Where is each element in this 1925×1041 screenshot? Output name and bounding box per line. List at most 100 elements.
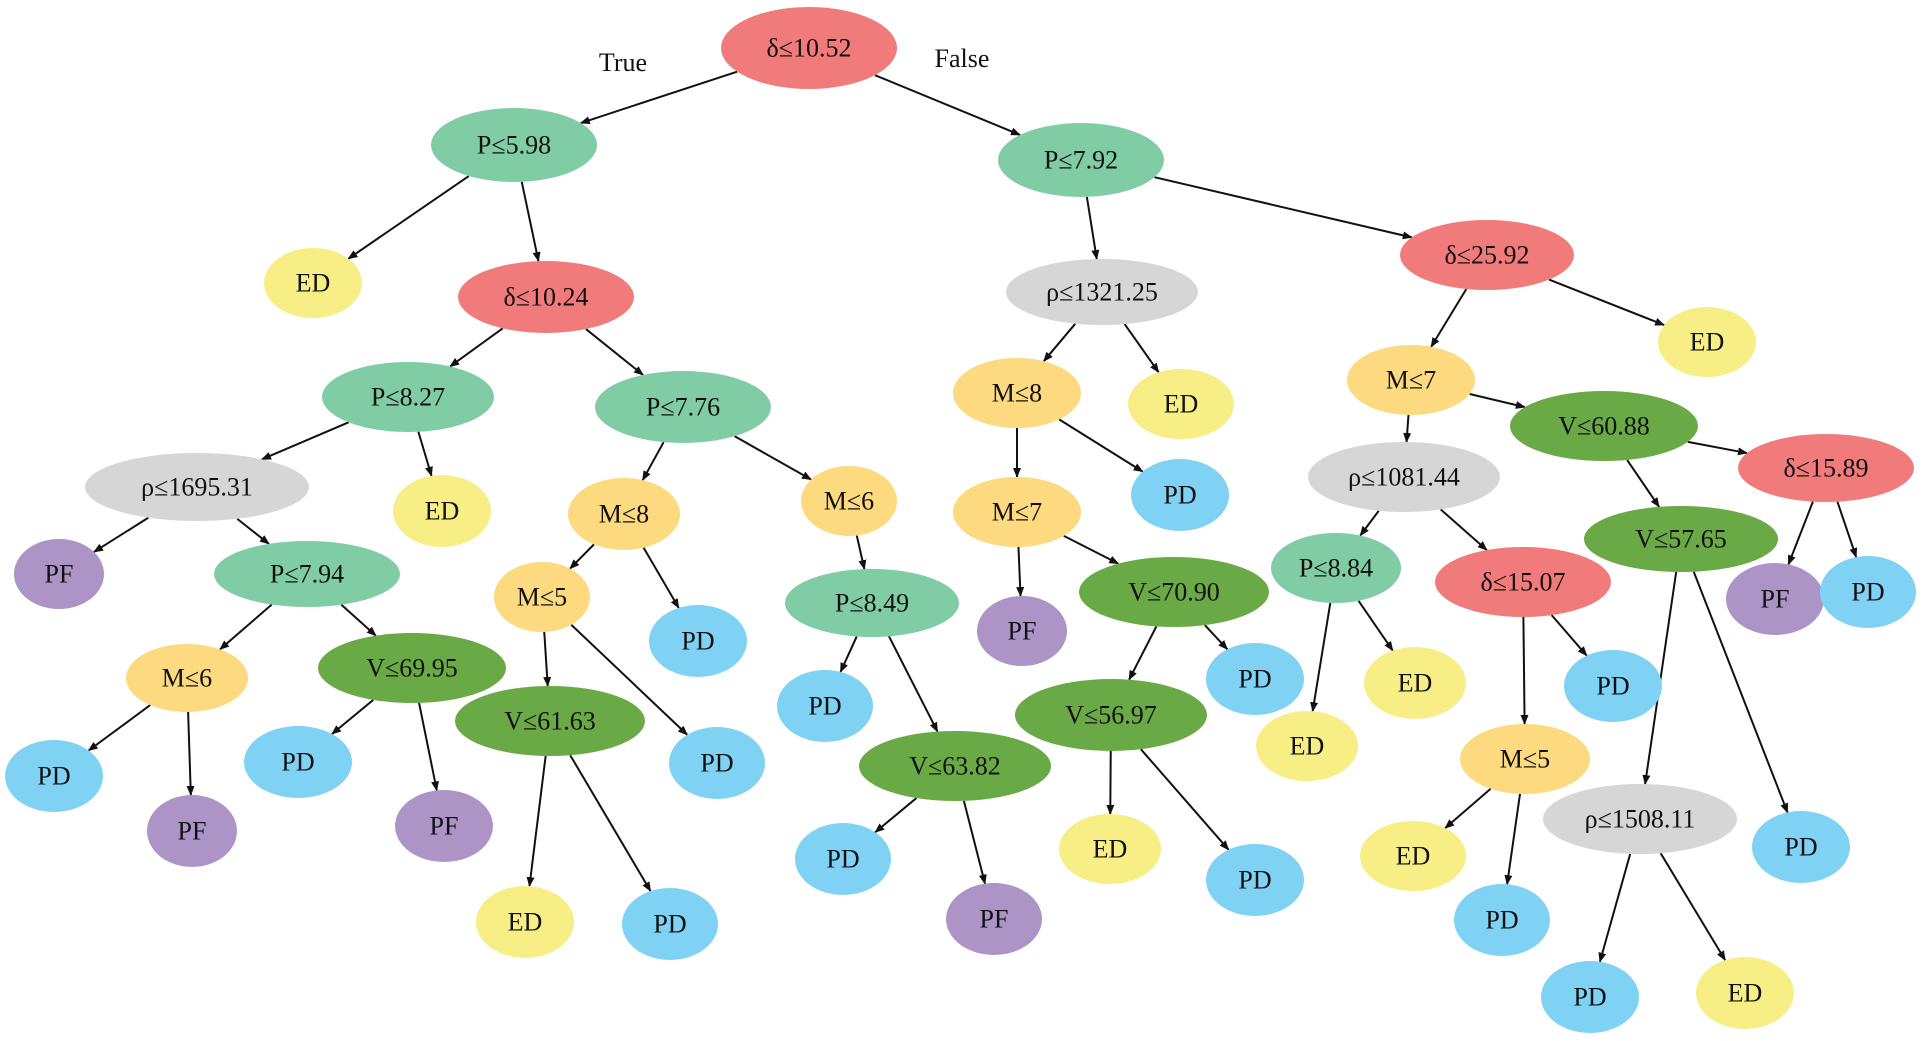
node-ellipse [1460, 724, 1590, 794]
split-node-v-le-60-88: V≤60.88 [1510, 391, 1698, 461]
node-ellipse [1308, 442, 1500, 512]
edge-n26-to-n27 [839, 636, 858, 673]
node-ellipse [85, 453, 309, 521]
node-label: ED [508, 908, 543, 937]
split-node-m-le-8: M≤8 [568, 478, 680, 550]
node-label: P≤8.27 [371, 383, 445, 412]
node-label: δ≤10.24 [503, 283, 588, 312]
edge-n12-to-n15 [186, 711, 195, 797]
leaf-node-pd: PD [244, 726, 352, 798]
edge-n19-to-n26 [855, 535, 867, 571]
edge-n43-to-n45 [1403, 414, 1412, 444]
edge-n8-to-n10 [93, 516, 149, 553]
node-label: M≤7 [1386, 366, 1436, 395]
node-ellipse [1006, 259, 1198, 325]
node-label: PF [1008, 617, 1037, 646]
node-label: M≤8 [599, 500, 649, 529]
leaf-node-ed: ED [1658, 307, 1756, 377]
node-ellipse [1584, 506, 1778, 572]
node-ellipse [1564, 650, 1662, 722]
edge-n5-to-n7 [585, 328, 644, 376]
edge-n48-to-n51 [1550, 614, 1588, 657]
edge-n38-to-n40 [1204, 624, 1229, 651]
node-label: ED [1398, 669, 1433, 698]
leaf-node-ed: ED [264, 248, 362, 318]
node-label: PD [1596, 672, 1629, 701]
node-label: V≤63.82 [909, 752, 1001, 781]
node-label: P≤7.92 [1044, 146, 1118, 175]
split-node-delta-le-10-24: δ≤10.24 [458, 261, 634, 333]
node-label: V≤56.97 [1065, 701, 1157, 730]
node-label: V≤70.90 [1128, 578, 1220, 607]
edge-n11-to-n13 [340, 603, 377, 637]
node-label: PF [430, 812, 459, 841]
leaf-node-ed: ED [1696, 957, 1794, 1029]
split-node-m-le-7: M≤7 [953, 477, 1081, 547]
node-label: V≤60.88 [1558, 412, 1650, 441]
edge-n3-to-n32 [1154, 176, 1413, 240]
leaf-node-pd: PD [1454, 884, 1550, 956]
node-ellipse [455, 686, 645, 756]
node-ellipse [1738, 434, 1914, 502]
leaf-node-pd: PD [1206, 844, 1304, 916]
split-node-v-le-61-63: V≤61.63 [455, 686, 645, 756]
node-ellipse [1206, 643, 1304, 715]
edge-n45-to-n48 [1439, 508, 1488, 551]
node-ellipse [214, 541, 400, 607]
node-ellipse [1079, 557, 1269, 627]
node-ellipse [264, 248, 362, 318]
split-node-v-le-57-65: V≤57.65 [1584, 506, 1778, 572]
node-ellipse [568, 478, 680, 550]
node-ellipse [795, 823, 891, 895]
leaf-node-pd: PD [1131, 459, 1229, 531]
edge-n32-to-n44 [1548, 278, 1666, 326]
split-node-v-le-56-97: V≤56.97 [1015, 679, 1207, 751]
split-node-rho-le-1081-44: ρ≤1081.44 [1308, 442, 1500, 512]
edge-n28-to-n29 [874, 797, 918, 834]
split-node-m-le-6: M≤6 [801, 466, 897, 536]
edge-n48-to-n52 [1520, 616, 1529, 726]
split-node-delta-le-25-92: δ≤25.92 [1400, 220, 1574, 290]
edge-n13-to-n16 [331, 699, 374, 735]
edge-n22-to-n25 [569, 754, 652, 892]
node-ellipse [595, 371, 771, 443]
leaf-node-ed: ED [1059, 814, 1161, 884]
node-ellipse [669, 727, 765, 799]
leaf-node-pd: PD [795, 823, 891, 895]
edge-n18-to-n20 [569, 543, 595, 570]
split-node-rho-le-1508-11: ρ≤1508.11 [1543, 784, 1737, 854]
node-label: PD [700, 749, 733, 778]
node-label: PF [1761, 585, 1790, 614]
split-node-v-le-69-95: V≤69.95 [318, 633, 506, 703]
node-ellipse [431, 108, 597, 182]
edge-n2-to-n5 [520, 181, 541, 263]
node-ellipse [721, 7, 897, 89]
true-branch-label: True [599, 48, 647, 77]
leaf-node-pd: PD [1206, 643, 1304, 715]
node-label: PD [1238, 665, 1271, 694]
split-node-v-le-70-90: V≤70.90 [1079, 557, 1269, 627]
edge-n32-to-n43 [1430, 288, 1468, 348]
edge-n7-to-n19 [734, 435, 812, 481]
edge-n20-to-n23 [570, 624, 688, 736]
node-label: PD [653, 910, 686, 939]
edge-n46-to-n55 [1687, 440, 1748, 456]
edge-n1-to-n3 [874, 74, 1021, 136]
node-ellipse [1543, 784, 1737, 854]
edge-n59-to-n61 [1598, 853, 1632, 963]
leaf-node-ed: ED [1364, 647, 1466, 719]
split-node-delta-le-15-89: δ≤15.89 [1738, 434, 1914, 502]
node-ellipse [1206, 844, 1304, 916]
node-ellipse [458, 261, 634, 333]
node-ellipse [859, 731, 1051, 801]
edge-n5-to-n6 [449, 327, 504, 368]
edge-n11-to-n12 [219, 603, 273, 651]
node-label: V≤57.65 [1635, 525, 1727, 554]
node-ellipse [494, 562, 590, 632]
edge-n12-to-n14 [87, 704, 151, 752]
node-label: δ≤15.07 [1480, 568, 1565, 597]
leaf-node-ed: ED [1360, 821, 1466, 891]
edge-n13-to-n17 [418, 702, 439, 792]
node-ellipse [1510, 391, 1698, 461]
